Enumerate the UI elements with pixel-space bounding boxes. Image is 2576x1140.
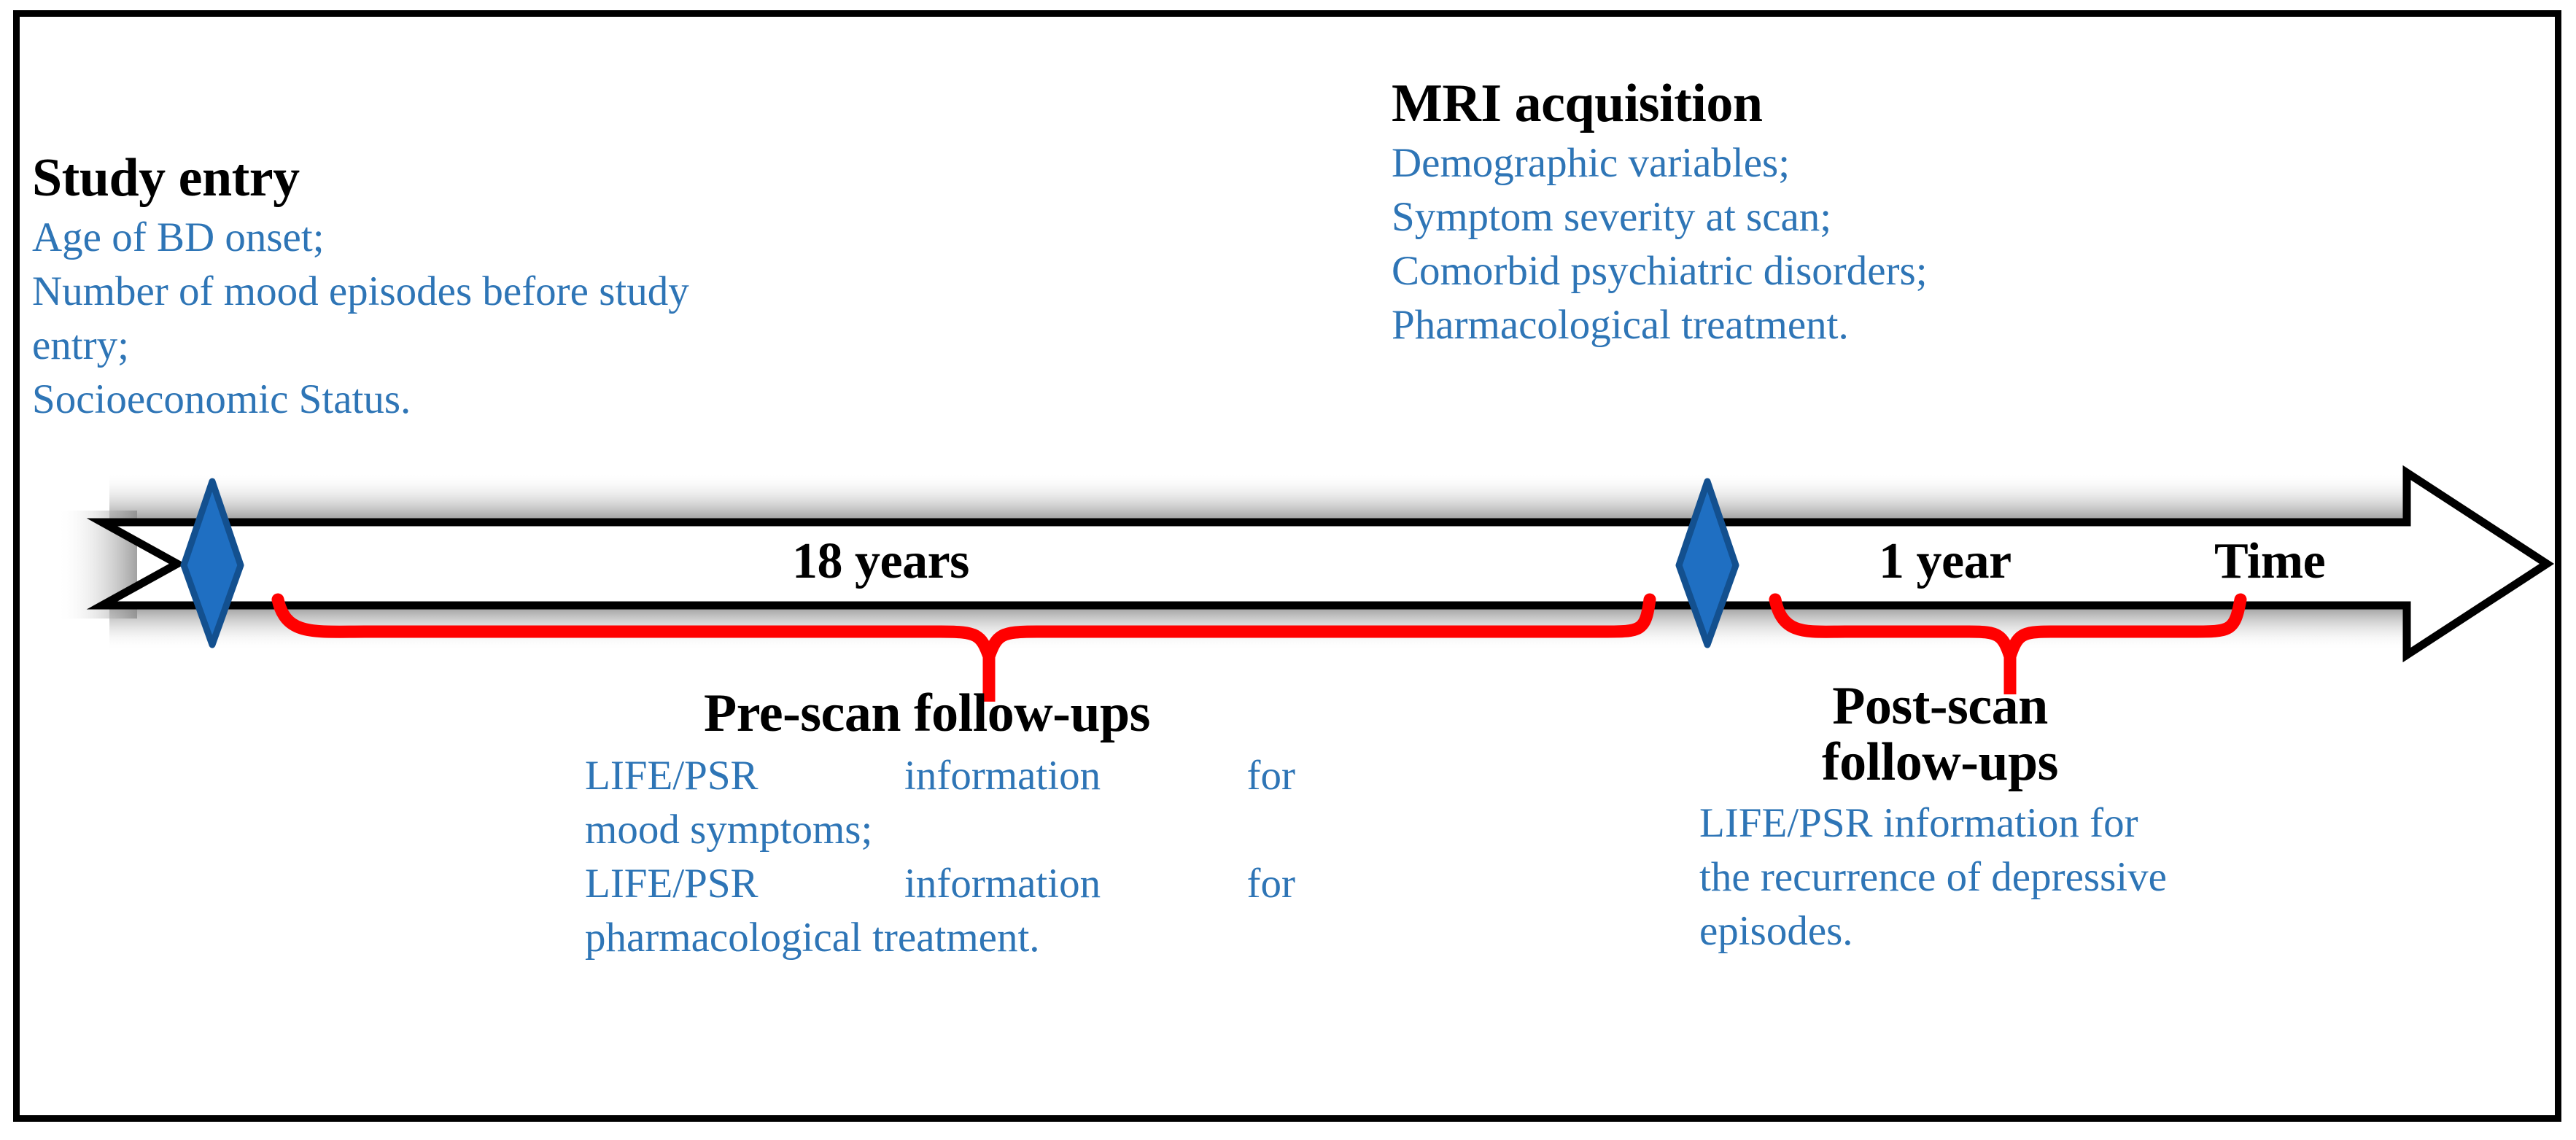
study-entry-heading: Study entry — [32, 148, 300, 208]
study-entry-detail-line: Age of BD onset; — [32, 214, 325, 260]
mri-acquisition-heading: MRI acquisition — [1392, 74, 1763, 133]
pre-scan-followups-annotation: Pre-scan follow-ups LIFE/PSR information… — [559, 686, 1295, 965]
interval-label-pre-scan: 18 years — [792, 533, 969, 589]
mri-acquisition-annotation: MRI acquisition Demographic variables; S… — [1392, 76, 2325, 352]
post-scan-heading-line: Post-scan — [1832, 676, 2048, 736]
pre-scan-followups-heading: Pre-scan follow-ups — [704, 683, 1150, 743]
mri-acquisition-detail-line: Pharmacological treatment. — [1392, 302, 1849, 349]
post-scan-followups-heading: Post-scan follow-ups — [1707, 678, 2173, 791]
pre-scan-followups-details: LIFE/PSR information for mood symptoms; … — [559, 749, 1295, 965]
study-entry-detail-line: entry; — [32, 322, 129, 369]
study-entry-annotation: Study entry Age of BD onset; Number of m… — [32, 150, 834, 427]
post-scan-heading-line: follow-ups — [1822, 732, 2058, 792]
mri-acquisition-detail-line: Demographic variables; — [1392, 139, 1791, 186]
post-scan-followups-details: LIFE/PSR information for the recurrence … — [1699, 796, 2414, 958]
mri-acquisition-details: Demographic variables; Symptom severity … — [1392, 136, 2325, 352]
study-entry-detail-line: Number of mood episodes before study — [32, 268, 689, 315]
mri-acquisition-detail-line: Symptom severity at scan; — [1392, 194, 1832, 241]
post-scan-detail-line: the recurrence of depressive — [1699, 854, 2167, 900]
pre-scan-detail-line: LIFE/PSR information for — [585, 752, 1295, 799]
post-scan-detail-line: LIFE/PSR information for — [1699, 799, 2138, 846]
study-entry-details: Age of BD onset; Number of mood episodes… — [32, 211, 834, 427]
post-scan-detail-line: episodes. — [1699, 908, 1853, 955]
interval-label-post-scan: 1 year — [1879, 533, 2011, 589]
mri-acquisition-detail-line: Comorbid psychiatric disorders; — [1392, 248, 1928, 295]
study-entry-detail-line: Socioeconomic Status. — [32, 376, 411, 423]
pre-scan-detail-line: pharmacological treatment. — [585, 915, 1040, 961]
post-scan-followups-annotation: Post-scan follow-ups LIFE/PSR informatio… — [1699, 678, 2414, 958]
pre-scan-detail-line: LIFE/PSR information for — [585, 861, 1295, 907]
axis-label-time: Time — [2214, 533, 2326, 589]
pre-scan-detail-line: mood symptoms; — [585, 807, 873, 853]
